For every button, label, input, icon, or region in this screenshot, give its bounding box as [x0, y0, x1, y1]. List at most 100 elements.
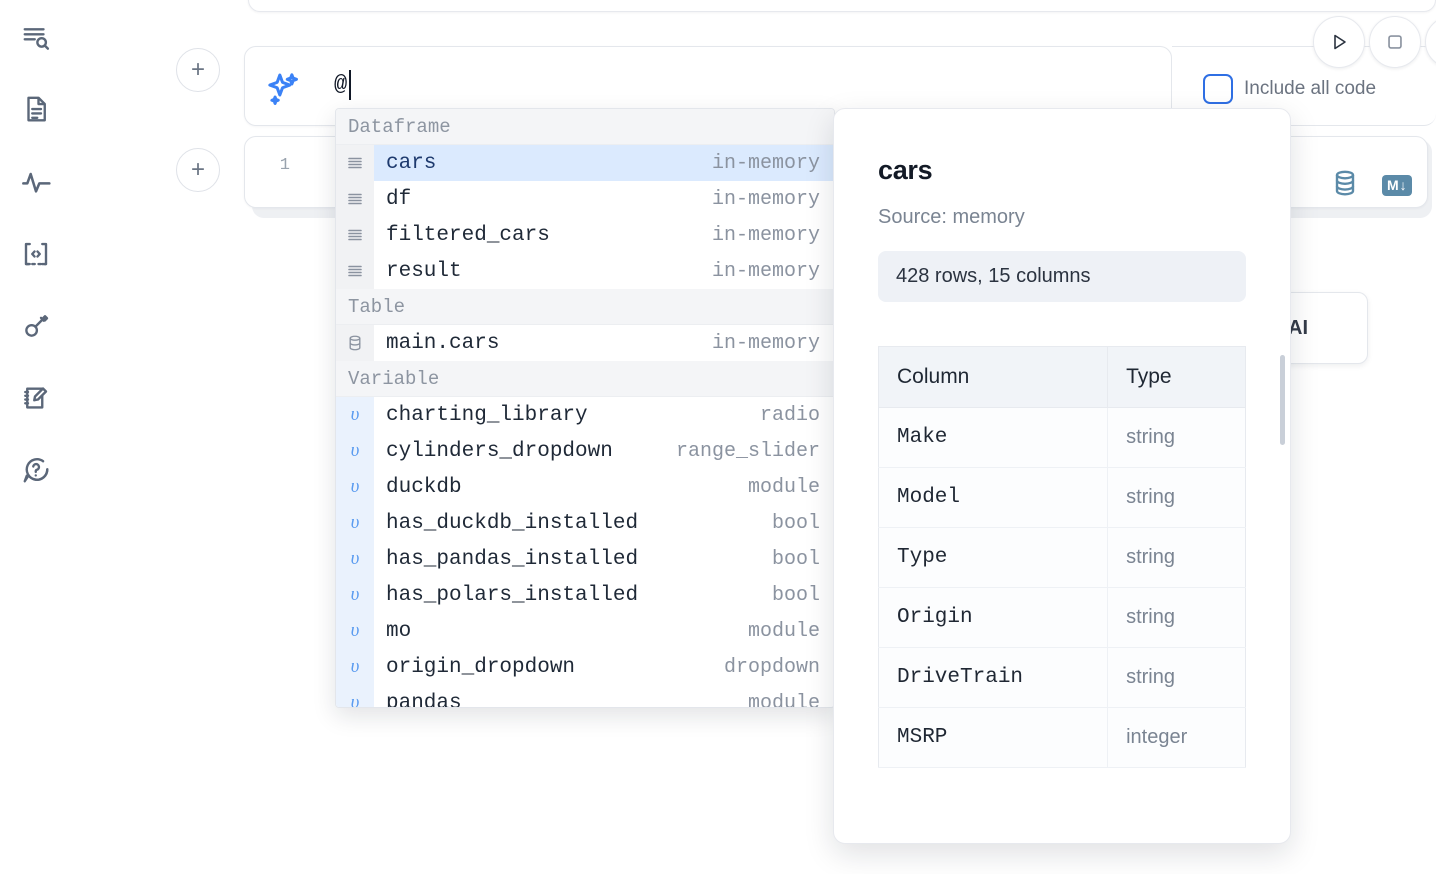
autocomplete-item[interactable]: υ charting_library radio: [336, 397, 834, 433]
ai-sparkle-icon: [264, 70, 302, 108]
variable-icon: υ: [336, 613, 374, 649]
autocomplete-item[interactable]: result in-memory: [336, 253, 834, 289]
autocomplete-item-kind: in-memory: [711, 187, 820, 211]
schema-column-name: MSRP: [878, 707, 1109, 768]
key-icon[interactable]: [14, 304, 58, 348]
autocomplete-group-header: Table: [336, 289, 834, 325]
detail-shape-badge: 428 rows, 15 columns: [878, 251, 1246, 302]
autocomplete-item-name: mo: [386, 619, 412, 643]
schema-column-type: integer: [1107, 707, 1246, 768]
schema-column-name: Make: [878, 407, 1109, 468]
autocomplete-item-name: has_pandas_installed: [386, 547, 639, 571]
explore-search-icon[interactable]: [14, 16, 58, 60]
code-cell-toolbar: M ↓: [1330, 168, 1412, 203]
add-cell-above-button[interactable]: +: [176, 48, 220, 92]
autocomplete-item-name: origin_dropdown: [386, 655, 576, 679]
autocomplete-item-name: filtered_cars: [386, 223, 550, 247]
schema-column-name: DriveTrain: [878, 647, 1109, 708]
autocomplete-item-kind: in-memory: [711, 259, 820, 283]
add-cell-below-button[interactable]: +: [176, 148, 220, 192]
autocomplete-item[interactable]: filtered_cars in-memory: [336, 217, 834, 253]
autocomplete-group-header: Variable: [336, 361, 834, 397]
dataframe-rows-icon: [336, 145, 374, 181]
markdown-arrow: ↓: [1399, 177, 1407, 194]
schema-column-name: Model: [878, 467, 1109, 528]
activity-pulse-icon[interactable]: [14, 160, 58, 204]
file-text-icon[interactable]: [14, 87, 58, 131]
help-chat-icon[interactable]: [14, 448, 58, 492]
schema-column-type: string: [1107, 587, 1246, 648]
variable-icon: υ: [336, 685, 374, 707]
autocomplete-item[interactable]: υ cylinders_dropdown range_slider: [336, 433, 834, 469]
variable-icon: υ: [336, 397, 374, 433]
scratchpad-edit-icon[interactable]: [14, 376, 58, 420]
text-cursor: [349, 70, 351, 100]
autocomplete-item-name: main.cars: [386, 331, 500, 355]
include-all-code-checkbox[interactable]: [1203, 74, 1233, 104]
detail-source: Source: memory: [878, 206, 1025, 228]
autocomplete-item-kind: dropdown: [723, 655, 820, 679]
markdown-icon[interactable]: M ↓: [1382, 175, 1412, 196]
autocomplete-item-kind: module: [747, 475, 820, 499]
schema-column-type: string: [1107, 647, 1246, 708]
autocomplete-item-name: has_duckdb_installed: [386, 511, 639, 535]
variable-icon: υ: [336, 505, 374, 541]
autocomplete-group-header: Dataframe: [336, 109, 834, 145]
autocomplete-item-kind: bool: [771, 511, 820, 535]
autocomplete-item-kind: module: [747, 619, 820, 643]
code-line-number: 1: [279, 156, 290, 175]
schema-column-name: Origin: [878, 587, 1109, 648]
autocomplete-item[interactable]: υ has_pandas_installed bool: [336, 541, 834, 577]
run-cell-button[interactable]: [1313, 16, 1365, 68]
variable-icon: υ: [336, 433, 374, 469]
autocomplete-item[interactable]: main.cars in-memory: [336, 325, 834, 361]
variable-icon: υ: [336, 577, 374, 613]
schema-column-type: string: [1107, 407, 1246, 468]
dataframe-rows-icon: [336, 181, 374, 217]
database-icon: [336, 325, 374, 361]
autocomplete-item-name: cylinders_dropdown: [386, 439, 613, 463]
detail-title: cars: [878, 155, 933, 185]
autocomplete-item-name: pandas: [386, 691, 462, 708]
schema-column-name: Type: [878, 527, 1109, 588]
autocomplete-item-kind: in-memory: [711, 151, 820, 175]
database-icon[interactable]: [1330, 168, 1360, 203]
autocomplete-item-kind: bool: [771, 547, 820, 571]
schema-column-type: string: [1107, 527, 1246, 588]
autocomplete-item-name: duckdb: [386, 475, 462, 499]
autocomplete-item-kind: module: [747, 691, 820, 708]
code-snippet-icon[interactable]: [14, 232, 58, 276]
autocomplete-item-name: charting_library: [386, 403, 588, 427]
autocomplete-item-kind: in-memory: [711, 331, 820, 355]
ai-prompt-input[interactable]: @: [334, 72, 348, 97]
autocomplete-item-kind: radio: [759, 403, 820, 427]
schema-header-type: Type: [1107, 346, 1246, 408]
include-all-code-row[interactable]: Include all code: [1203, 74, 1376, 104]
stop-cell-button[interactable]: [1369, 16, 1421, 68]
detail-scrollbar[interactable]: [1280, 355, 1285, 445]
include-all-code-label: Include all code: [1244, 78, 1377, 99]
schema-column-type: string: [1107, 467, 1246, 528]
autocomplete-item[interactable]: υ has_duckdb_installed bool: [336, 505, 834, 541]
variable-icon: υ: [336, 541, 374, 577]
autocomplete-item-kind: bool: [771, 583, 820, 607]
schema-header-column: Column: [878, 346, 1109, 408]
autocomplete-item-name: result: [386, 259, 462, 283]
dataframe-detail-popover: cars Source: memory 428 rows, 15 columns…: [833, 108, 1291, 844]
autocomplete-item-kind: range_slider: [675, 439, 820, 463]
autocomplete-item-kind: in-memory: [711, 223, 820, 247]
